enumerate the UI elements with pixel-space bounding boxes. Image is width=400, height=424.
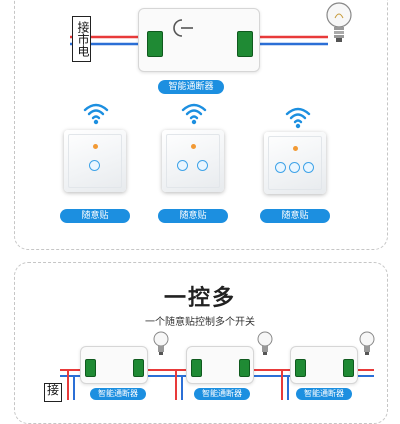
section-subtitle: 一个随意贴控制多个开关 [145, 317, 255, 328]
section-title: 一控多 [163, 286, 236, 311]
terminal-block-left [85, 359, 96, 377]
indicator-dot [93, 144, 98, 149]
mains-label: 接市电 [72, 16, 91, 62]
terminal-block-left [147, 31, 163, 57]
module-label: 智能通断器 [296, 388, 352, 400]
smart-breaker-module [80, 346, 148, 384]
smart-breaker-module [290, 346, 358, 384]
touch-button[interactable] [275, 162, 286, 173]
light-bulb-icon [359, 331, 375, 355]
terminal-block-right [237, 31, 253, 57]
indicator-dot [191, 144, 196, 149]
mains-label: 接 [44, 383, 62, 402]
terminal-block-right [133, 359, 144, 377]
wall-switch-2-gang[interactable] [162, 130, 224, 192]
terminal-block-right [239, 359, 250, 377]
wifi-icon [83, 103, 109, 125]
touch-button[interactable] [89, 160, 100, 171]
terminal-block-right [343, 359, 354, 377]
terminal-block-left [191, 359, 202, 377]
wall-switch-1-gang[interactable] [64, 130, 126, 192]
touch-button[interactable] [303, 162, 314, 173]
light-bulb-icon [153, 331, 169, 355]
touch-button[interactable] [177, 160, 188, 171]
light-bulb-icon [257, 331, 273, 355]
touch-button[interactable] [289, 162, 300, 173]
wifi-icon [181, 103, 207, 125]
module-label: 智能通断器 [194, 388, 250, 400]
wifi-icon [285, 107, 311, 129]
indicator-dot [293, 146, 298, 151]
wall-switch-3-gang[interactable] [264, 132, 326, 194]
smart-breaker-module [186, 346, 254, 384]
module-label: 智能通断器 [158, 80, 224, 94]
module-label: 智能通断器 [90, 388, 146, 400]
switch-label-3: 随意贴 [260, 209, 330, 223]
terminal-block-left [295, 359, 306, 377]
smart-breaker-module [138, 8, 260, 72]
light-bulb-icon [326, 2, 352, 42]
touch-button[interactable] [197, 160, 208, 171]
switch-label-1: 随意贴 [60, 209, 130, 223]
switch-label-2: 随意贴 [158, 209, 228, 223]
power-symbol-icon [173, 19, 193, 37]
